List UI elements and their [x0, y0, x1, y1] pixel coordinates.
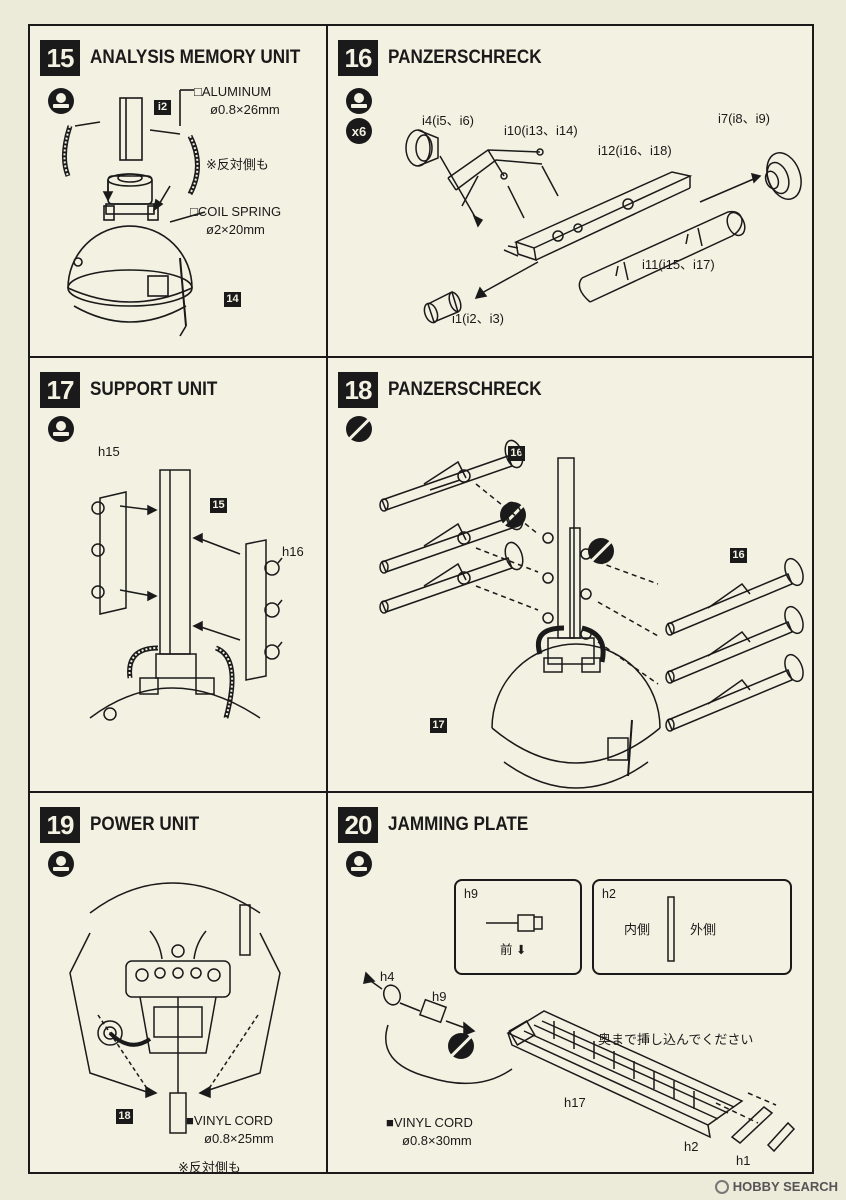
detail-box-h9: h9 前 ⬇	[454, 879, 582, 975]
column-divider	[326, 26, 328, 1172]
ref-step-18: 18	[116, 1109, 133, 1124]
material-vinyl-cord-size: ø0.8×25mm	[204, 1131, 274, 1146]
repeat-six-times-badge: x6	[346, 118, 372, 144]
step-18-header: 18 PANZERSCHRECK	[338, 372, 559, 408]
part-h9-label: h9	[432, 989, 447, 1004]
no-cement-icon	[588, 538, 614, 564]
watermark-text: HOBBY SEARCH	[732, 1179, 838, 1194]
part-h16-label: h16	[282, 544, 304, 559]
arrow-down-icon: ⬇	[516, 943, 527, 957]
part-i10-label: i10(i13、i14)	[504, 123, 578, 138]
step-18-panel: 18 PANZERSCHRECK 16 16 17	[328, 358, 812, 791]
step-18-number: 18	[338, 372, 378, 408]
step-18-title: PANZERSCHRECK	[388, 379, 542, 400]
hobby-search-logo-icon	[714, 1179, 729, 1194]
step-19-number: 19	[40, 807, 80, 843]
part-i12-label: i12(i16、i18)	[598, 143, 672, 158]
step-20-panel: 20 JAMMING PLATE h9 前 ⬇ h2 内側 外側	[328, 793, 812, 1172]
panzerschreck-assembly-drawing	[405, 129, 802, 324]
h2-part-sketch	[667, 896, 675, 962]
instruction-sheet: 15 ANALYSIS MEMORY UNIT i2 □ALUMINUM ø0.…	[28, 24, 814, 1175]
step-15-panel: 15 ANALYSIS MEMORY UNIT i2 □ALUMINUM ø0.…	[30, 26, 326, 356]
material-vinyl-cord-label: ■VINYL CORD	[186, 1113, 273, 1128]
cement-icon	[48, 851, 74, 877]
ref-step-16: 16	[730, 548, 747, 563]
material-aluminum-label: □ALUMINUM	[194, 84, 272, 99]
no-cement-icon	[346, 416, 372, 442]
note-opposite-side: ※反対側も	[178, 1160, 241, 1175]
step-20-title: JAMMING PLATE	[388, 814, 529, 835]
power-unit-drawing	[69, 882, 281, 1134]
step-17-title: SUPPORT UNIT	[90, 379, 218, 400]
part-i1-label: i1(i2、i3)	[452, 311, 505, 326]
row-divider-2	[30, 791, 812, 793]
detail-h9-label: h9	[464, 887, 478, 901]
cement-icon	[48, 416, 74, 442]
detail-outer-side-label: 外側	[690, 922, 717, 937]
no-cement-icon	[448, 1033, 474, 1059]
material-aluminum-size: ø0.8×26mm	[210, 102, 280, 117]
step-15-title: ANALYSIS MEMORY UNIT	[90, 47, 301, 68]
panzerschreck-mounting-drawing	[379, 439, 804, 789]
part-i11-label: i11(i15、i17)	[642, 257, 715, 272]
part-h4-label: h4	[380, 969, 395, 984]
h9-part-sketch	[486, 914, 543, 932]
support-unit-drawing	[89, 469, 283, 721]
step-16-header: 16 PANZERSCHRECK	[338, 40, 559, 76]
analysis-memory-unit-drawing	[62, 89, 206, 337]
ref-part-i2: i2	[154, 100, 171, 115]
cement-icon	[346, 851, 372, 877]
part-h17-label: h17	[564, 1095, 586, 1110]
ref-step-14: 14	[224, 292, 241, 307]
step-15-number: 15	[40, 40, 80, 76]
step-19-title: POWER UNIT	[90, 814, 200, 835]
row-divider-1	[30, 356, 812, 358]
part-i4-label: i4(i5、i6)	[422, 113, 475, 128]
ref-step-15: 15	[210, 498, 227, 513]
step-16-panel: 16 PANZERSCHRECK x6 i4(i5、i6) i10(i13、i1…	[328, 26, 812, 356]
material-vinyl-cord-label: ■VINYL CORD	[386, 1115, 473, 1130]
step-16-number: 16	[338, 40, 378, 76]
part-h2-label: h2	[684, 1139, 699, 1154]
part-h1-label: h1	[736, 1153, 751, 1168]
part-i7-label: i7(i8、i9)	[718, 111, 771, 126]
material-coil-spring-size: ø2×20mm	[206, 222, 265, 237]
jamming-plate-drawing	[363, 971, 796, 1153]
detail-h9-front-text: 前 ⬇	[500, 943, 527, 957]
detail-box-h2: h2 内側 外側	[592, 879, 792, 975]
insert-fully-instruction: 奥まで挿し込んでください	[598, 1032, 754, 1047]
rocket-launcher-left-1	[379, 439, 524, 512]
step-15-header: 15 ANALYSIS MEMORY UNIT	[40, 40, 324, 76]
material-coil-spring-label: □COIL SPRING	[190, 204, 282, 219]
ref-step-17: 17	[430, 718, 447, 733]
detail-inner-side-label: 内側	[624, 922, 651, 937]
part-h15-label: h15	[98, 444, 120, 459]
step-17-number: 17	[40, 372, 80, 408]
step-19-header: 19 POWER UNIT	[40, 807, 211, 843]
material-vinyl-cord-size: ø0.8×30mm	[402, 1133, 472, 1148]
step-17-header: 17 SUPPORT UNIT	[40, 372, 231, 408]
step-17-panel: 17 SUPPORT UNIT h15 h16 15	[30, 358, 326, 791]
detail-h2-label: h2	[602, 887, 616, 901]
note-opposite-side: ※反対側も	[206, 157, 269, 172]
step-20-header: 20 JAMMING PLATE	[338, 807, 544, 843]
step-20-number: 20	[338, 807, 378, 843]
step-16-title: PANZERSCHRECK	[388, 47, 542, 68]
step-19-panel: 19 POWER UNIT 18 ■VINYL CORD ø0.8×25mm ※…	[30, 793, 326, 1175]
cement-icon	[346, 88, 372, 114]
hobby-search-watermark: HOBBY SEARCH	[714, 1179, 838, 1194]
cement-icon	[48, 88, 74, 114]
